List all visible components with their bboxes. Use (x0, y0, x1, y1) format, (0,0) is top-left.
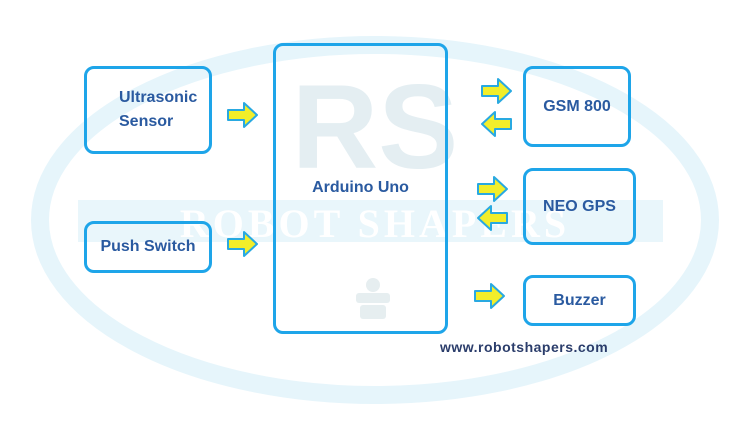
block-buzzer-label: Buzzer (553, 291, 606, 309)
arrow-push-to-arduino (227, 231, 258, 257)
website-url: www.robotshapers.com (440, 339, 609, 355)
arrow-gsm-to-arduino (481, 111, 512, 137)
arrow-neo-to-arduino (477, 205, 508, 231)
block-arduino-label: Arduino Uno (312, 179, 409, 196)
arrow-ultrasonic-to-arduino (227, 102, 258, 128)
arrow-arduino-to-gsm (481, 78, 512, 104)
block-ultrasonic-sensor: Ultrasonic Sensor (84, 66, 212, 154)
block-neo-gps-label: NEO GPS (543, 197, 616, 215)
block-push-switch-label: Push Switch (100, 238, 196, 255)
watermark-letters: RS (292, 60, 459, 194)
block-ultrasonic-label: Ultrasonic Sensor (119, 89, 198, 130)
block-gsm-800: GSM 800 (523, 66, 631, 147)
block-push-switch: Push Switch (84, 221, 212, 273)
arrow-arduino-to-buzzer (474, 283, 505, 309)
block-gsm-label: GSM 800 (543, 97, 611, 115)
block-buzzer: Buzzer (523, 275, 636, 326)
block-neo-gps: NEO GPS (523, 168, 636, 245)
arrows (227, 78, 512, 309)
block-arduino-uno: Arduino Uno (273, 43, 448, 334)
arrow-arduino-to-neo (477, 176, 508, 202)
robot-icon (356, 278, 390, 319)
